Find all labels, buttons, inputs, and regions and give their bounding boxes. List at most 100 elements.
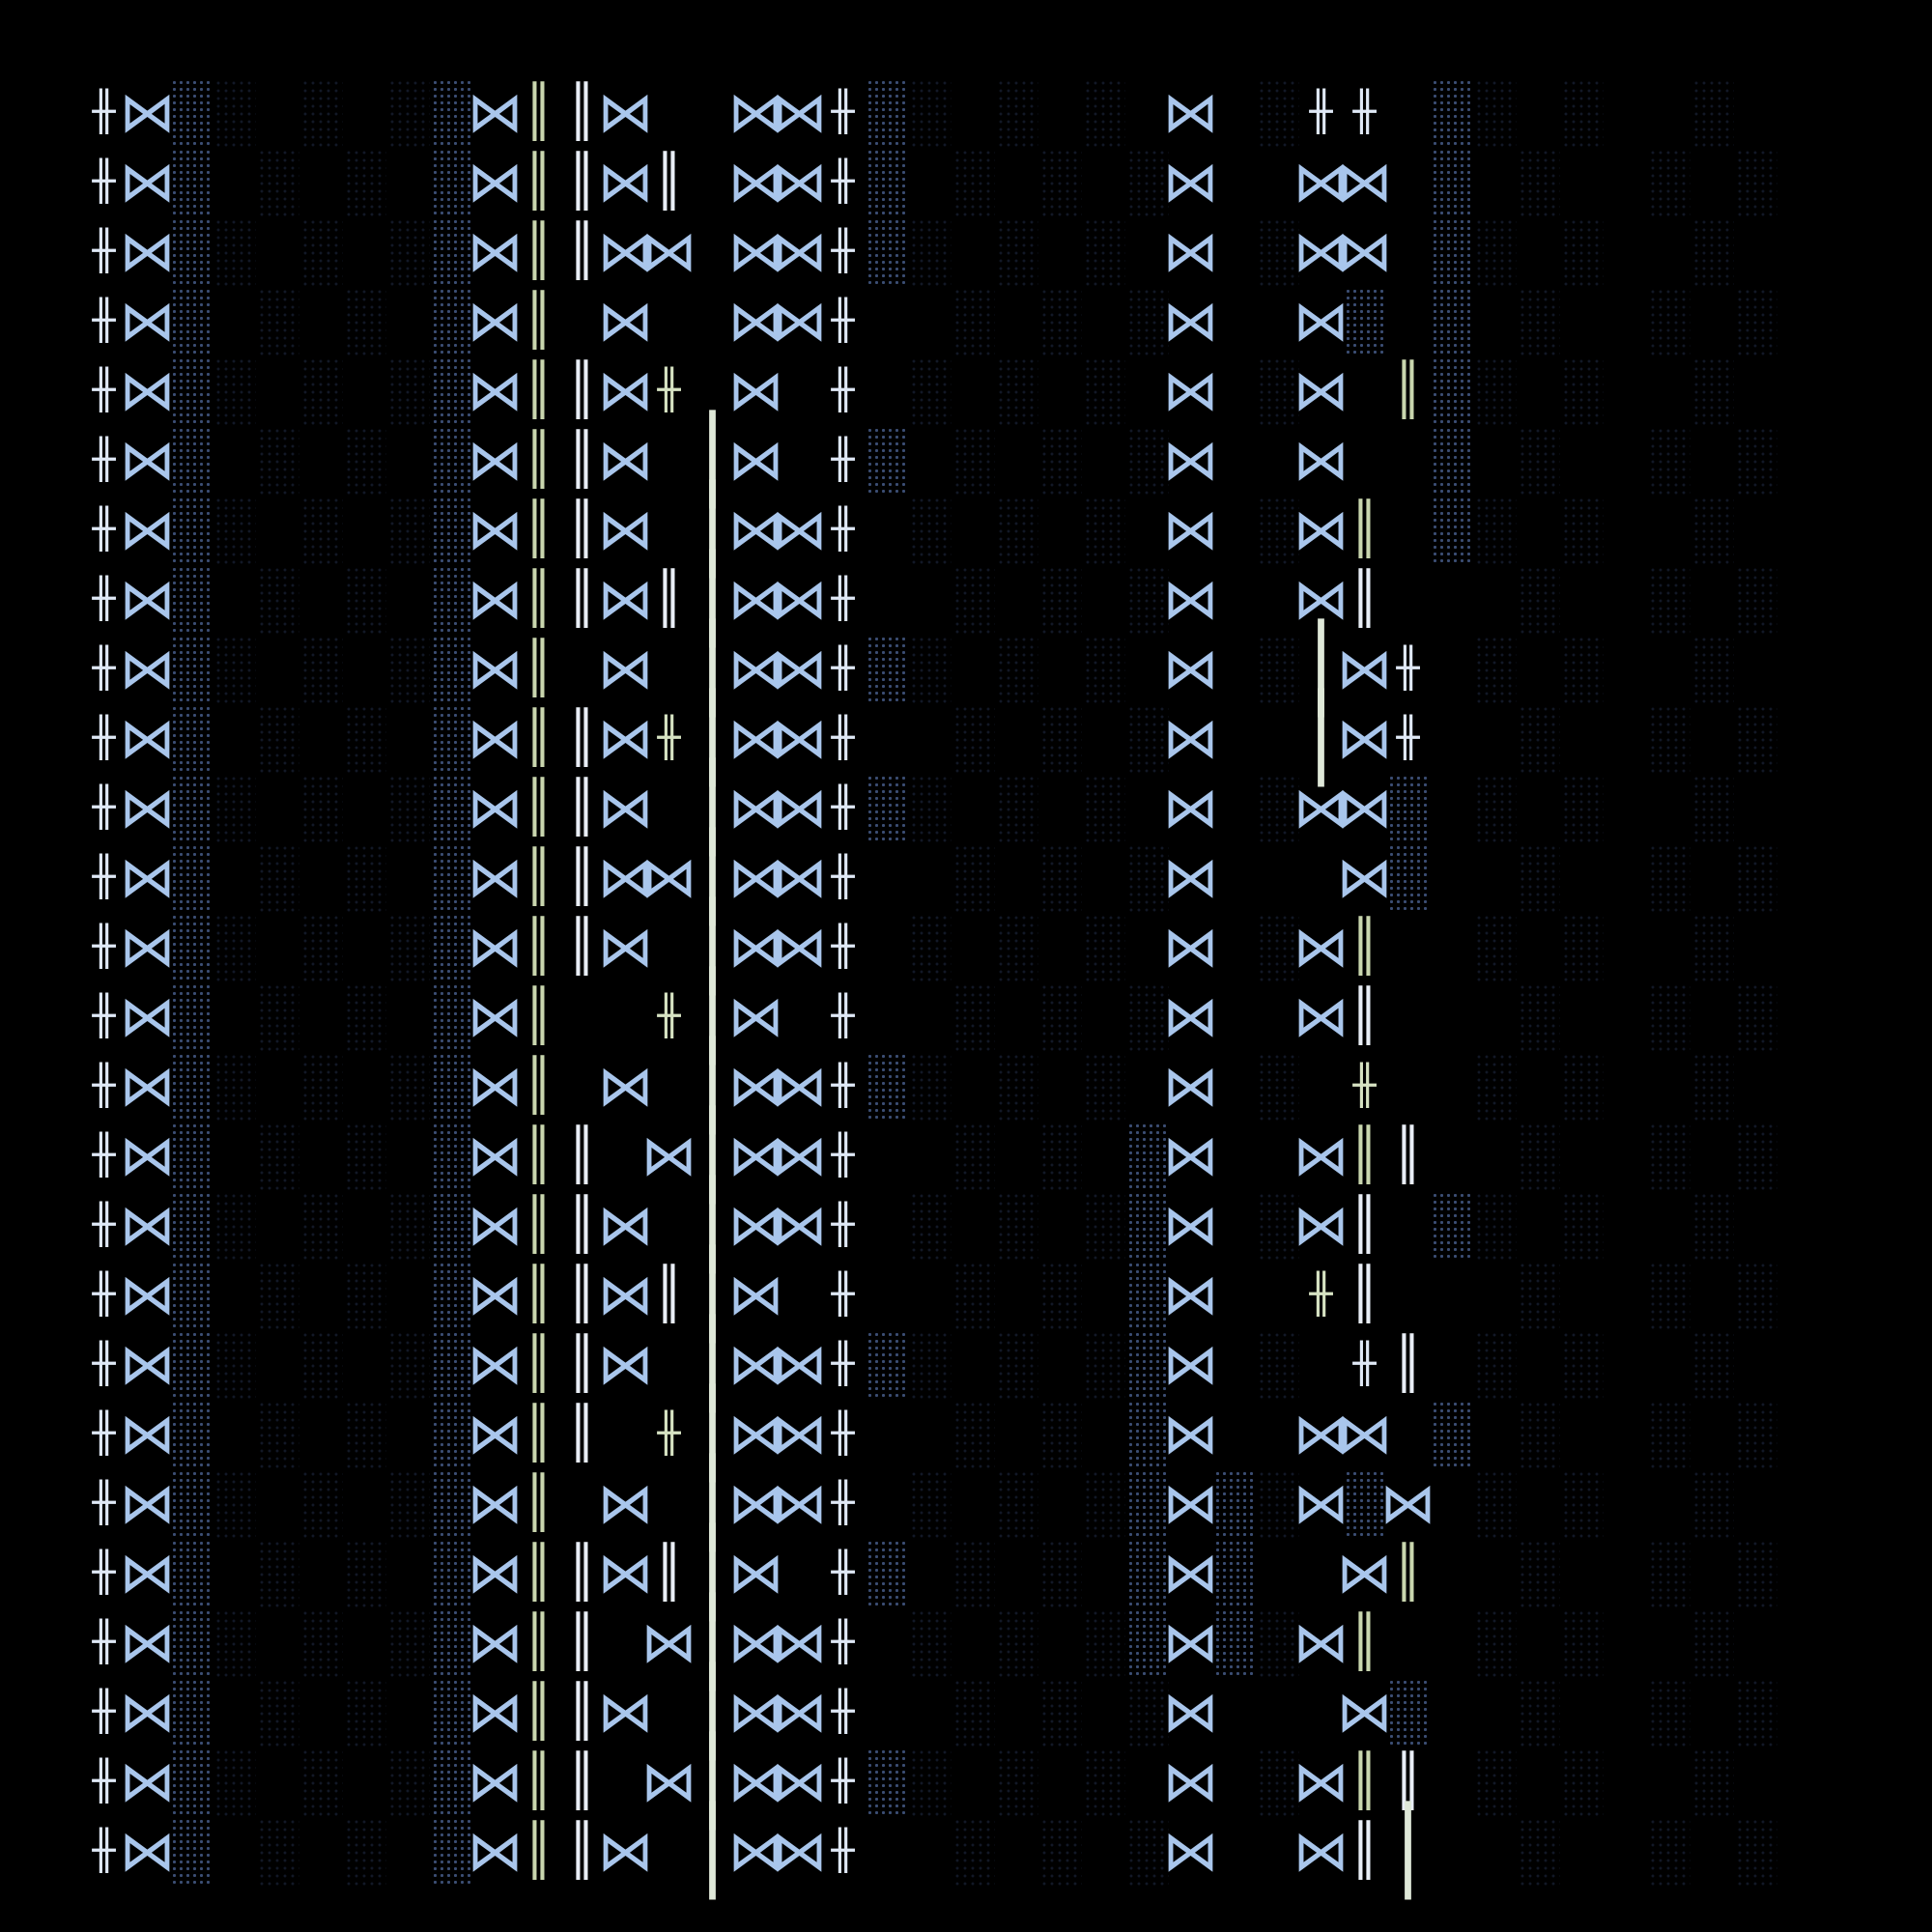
dot-block-faint [1734,1260,1777,1329]
bowtie-glyph: ⋈ [119,1331,176,1397]
cross-glyph-green: ╫ [657,368,681,412]
dot-block-faint [213,1190,256,1260]
double-line-green: ║ [523,1752,554,1810]
dot-block-faint [1256,1051,1299,1121]
bowtie-glyph: ⋈ [597,1818,654,1884]
bowtie-glyph: ⋈ [1162,566,1219,632]
empty-cell [213,564,256,634]
bowtie-glyph: ⋈ [771,566,828,632]
dot-block-faint [1038,1399,1082,1468]
dot-block-faint [1690,216,1734,286]
empty-cell [1604,1190,1647,1260]
tall-line: │ [687,898,738,995]
empty-cell [1690,703,1734,773]
empty-cell [1386,1260,1430,1329]
bowtie-glyph: ⋈ [597,844,654,910]
dot-block-faint [386,1051,430,1121]
tall-line: │ [687,481,738,578]
empty-cell [1604,1816,1647,1886]
empty-cell [1212,77,1256,147]
tall-line: │ [687,1524,738,1621]
empty-cell [1386,1190,1430,1260]
dot-block-bright [430,981,473,1051]
bowtie-glyph: ⋈ [119,775,176,840]
empty-cell [647,1329,691,1399]
empty-cell [213,1260,256,1329]
bowtie-glyph: ⋈ [1162,775,1219,840]
bowtie-glyph: ⋈ [727,1818,784,1884]
dot-block-bright [430,1121,473,1190]
empty-cell [1647,216,1690,286]
double-line-white: ║ [653,1265,685,1323]
empty-cell [386,1677,430,1747]
empty-cell [1604,355,1647,425]
empty-cell [1082,564,1125,634]
empty-cell [1517,1468,1560,1538]
bowtie-glyph: ⋈ [1162,1331,1219,1397]
dot-block-faint [256,286,299,355]
empty-cell [256,1190,299,1260]
empty-cell [1647,1747,1690,1816]
dot-block-faint [1473,1607,1517,1677]
cross-glyph: ╫ [92,368,116,412]
dot-block-bright [1343,286,1386,355]
cross-glyph: ╫ [92,1203,116,1247]
dot-block-faint [1473,77,1517,147]
dot-block-faint [1690,495,1734,564]
dot-block-faint [1038,147,1082,216]
empty-cell [778,1260,821,1329]
empty-cell [213,703,256,773]
empty-cell [1343,355,1386,425]
cross-glyph: ╫ [92,1690,116,1734]
tall-line: │ [687,1803,738,1899]
empty-cell [213,1677,256,1747]
dot-block-faint [1517,1260,1560,1329]
dot-block-faint [386,77,430,147]
cross-glyph: ╫ [1396,716,1420,760]
tall-line: │ [687,1663,738,1760]
cross-glyph-green: ╫ [657,1411,681,1456]
dot-block-faint [299,1190,343,1260]
empty-cell [865,1607,908,1677]
bowtie-glyph: ⋈ [597,357,654,423]
empty-cell [1473,1816,1517,1886]
bowtie-glyph: ⋈ [771,1331,828,1397]
cross-glyph: ╫ [831,716,855,760]
double-line-white: ║ [1349,1822,1380,1880]
dot-block-faint [213,1747,256,1816]
dot-block-faint [1690,634,1734,703]
empty-cell [386,1399,430,1468]
dot-block-faint [1690,355,1734,425]
cross-glyph: ╫ [92,1759,116,1804]
bowtie-glyph: ⋈ [727,79,784,145]
dot-block-bright [865,425,908,495]
empty-cell [256,1468,299,1538]
dot-block-bright [169,1816,213,1886]
empty-cell [1473,1121,1517,1190]
cross-glyph: ╫ [831,1690,855,1734]
cross-glyph: ╫ [92,1411,116,1456]
dot-block-faint [1256,355,1299,425]
empty-cell [1038,773,1082,842]
dot-block-faint [386,634,430,703]
empty-cell [256,77,299,147]
empty-cell [1647,1607,1690,1677]
dot-block-faint [299,355,343,425]
empty-cell [1212,1051,1256,1121]
empty-cell [865,1816,908,1886]
bowtie-glyph: ⋈ [467,844,524,910]
dot-block-bright [1125,1538,1169,1607]
empty-cell [299,1816,343,1886]
bowtie-glyph: ⋈ [1336,1401,1393,1466]
empty-cell [1082,425,1125,495]
bowtie-glyph: ⋈ [467,1540,524,1605]
dot-block-faint [1560,77,1604,147]
tall-line: │ [687,1385,738,1482]
cross-glyph: ╫ [92,90,116,134]
dot-block-faint [386,773,430,842]
dot-block-bright [169,425,213,495]
empty-cell [1690,981,1734,1051]
empty-cell [995,564,1038,634]
bowtie-glyph: ⋈ [1293,1609,1350,1675]
dot-block-faint [1560,216,1604,286]
